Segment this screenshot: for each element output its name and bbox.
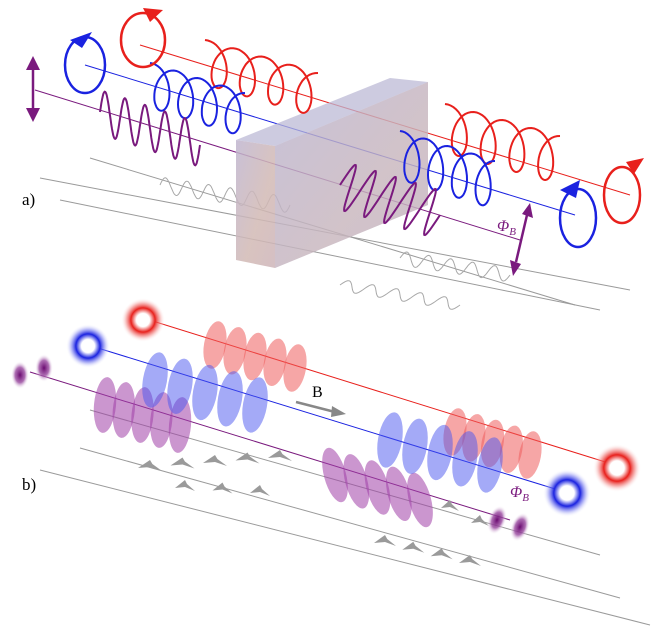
field-lobe bbox=[477, 437, 503, 493]
field-lobe bbox=[223, 327, 247, 375]
guide-lines-b bbox=[39, 409, 651, 626]
panel-a: a) bbox=[22, 8, 644, 311]
field-lobe bbox=[112, 382, 136, 438]
field-lobe bbox=[499, 425, 523, 474]
field-lobe bbox=[518, 431, 542, 479]
panel-b-label: b) bbox=[22, 475, 36, 494]
slab-face bbox=[275, 82, 428, 268]
blue-helix bbox=[399, 130, 496, 207]
field-lobe bbox=[203, 321, 227, 369]
field-lobe bbox=[242, 377, 268, 433]
field-lobe bbox=[377, 412, 403, 468]
double-arrow-icon bbox=[26, 56, 40, 122]
field-lobe bbox=[167, 358, 193, 414]
red-ring-profile bbox=[121, 298, 165, 342]
faraday-slab bbox=[236, 78, 428, 268]
gray-field-marker bbox=[430, 548, 453, 560]
purple-lobe-profile bbox=[11, 361, 29, 389]
red-helix bbox=[204, 39, 319, 114]
blue-helix bbox=[149, 62, 246, 135]
slab-front bbox=[236, 140, 275, 268]
gray-field-marker bbox=[175, 480, 195, 491]
gray-field-marker bbox=[374, 535, 396, 546]
gray-field-marker bbox=[203, 455, 227, 466]
field-arrow-icon bbox=[295, 400, 346, 417]
field-lobe bbox=[343, 454, 370, 509]
gray-field-marker bbox=[459, 555, 481, 566]
gray-field-marker bbox=[250, 485, 270, 496]
field-label: B bbox=[312, 384, 323, 401]
field-lobe bbox=[452, 431, 478, 487]
field-lobe bbox=[402, 418, 428, 474]
circular-arrow-icon bbox=[119, 8, 167, 69]
guide-line bbox=[79, 447, 621, 599]
field-lobe bbox=[150, 392, 173, 448]
field-lobe bbox=[243, 332, 267, 381]
field-lobe bbox=[192, 364, 218, 421]
field-lobe bbox=[322, 447, 348, 503]
guide-line bbox=[39, 469, 651, 626]
field-lobe bbox=[427, 424, 453, 481]
field-lobe bbox=[93, 377, 117, 433]
panel-a-label: a) bbox=[22, 190, 35, 209]
gray-wave bbox=[399, 251, 511, 282]
circular-arrow-icon bbox=[63, 32, 107, 95]
gray-wave bbox=[339, 280, 461, 310]
field-lobes bbox=[93, 321, 542, 528]
gray-field-markers bbox=[138, 450, 489, 566]
circular-arrow-icon bbox=[602, 158, 644, 225]
field-lobe bbox=[283, 344, 307, 392]
circular-arrow-icon bbox=[558, 180, 598, 249]
gray-field-marker bbox=[402, 541, 425, 553]
panel-b: b) B ΦB bbox=[11, 298, 651, 626]
purple-wave bbox=[339, 163, 441, 237]
red-helix bbox=[444, 103, 561, 182]
double-arrow-icon bbox=[510, 203, 533, 276]
gray-field-marker bbox=[471, 515, 489, 526]
field-lobe bbox=[217, 371, 243, 427]
field-lobe bbox=[407, 472, 433, 528]
gray-field-marker bbox=[212, 482, 233, 494]
purple-lobe-profile bbox=[510, 512, 530, 542]
guide-line bbox=[59, 199, 601, 311]
gray-field-marker bbox=[441, 500, 459, 511]
blue-ring-profile bbox=[66, 324, 110, 368]
rotation-angle-label: ΦB bbox=[497, 218, 516, 238]
field-lobe bbox=[385, 466, 412, 521]
blue-ring-profile bbox=[543, 469, 591, 517]
gray-field-marker bbox=[138, 460, 162, 471]
gray-field-marker bbox=[268, 450, 292, 461]
purple-lobe-profile bbox=[35, 354, 53, 382]
gray-field-marker bbox=[170, 457, 195, 469]
field-lobe bbox=[142, 352, 168, 408]
purple-wave bbox=[99, 90, 201, 167]
field-lobe bbox=[263, 338, 287, 387]
purple-lobe-profile bbox=[487, 505, 507, 535]
slab-top bbox=[236, 78, 428, 146]
field-lobe bbox=[364, 460, 391, 515]
rotation-angle-label: ΦB bbox=[510, 484, 529, 504]
gray-field-marker bbox=[235, 452, 260, 464]
red-ring-profile bbox=[593, 444, 641, 492]
